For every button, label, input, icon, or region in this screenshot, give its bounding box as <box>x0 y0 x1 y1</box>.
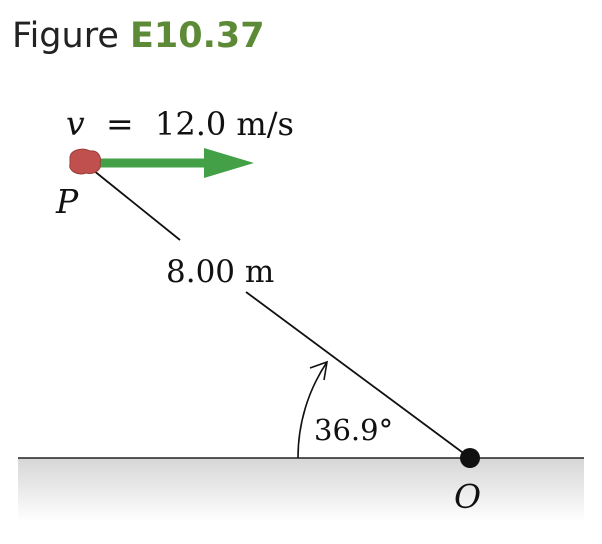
rod-lower-segment <box>245 291 471 459</box>
velocity-symbol: v <box>66 104 85 143</box>
velocity-arrowhead <box>204 148 254 178</box>
point-o-label: O <box>454 477 481 516</box>
point-p-label: P <box>55 182 79 221</box>
angle-arrowhead <box>309 360 329 381</box>
length-label: 8.00 m <box>166 254 274 290</box>
angle-arc <box>297 361 328 459</box>
rod-upper-segment <box>87 165 181 241</box>
velocity-value: 12.0 m/s <box>155 105 294 143</box>
particle-p-blob <box>69 148 101 175</box>
velocity-equals: = <box>106 104 134 143</box>
figure-number: E10.37 <box>130 16 265 56</box>
ground-shading <box>18 458 584 522</box>
angle-label: 36.9° <box>314 413 393 447</box>
figure-label: Figure <box>12 16 119 56</box>
pivot-o-dot <box>460 448 480 468</box>
figure-title: Figure E10.37 <box>12 14 265 58</box>
